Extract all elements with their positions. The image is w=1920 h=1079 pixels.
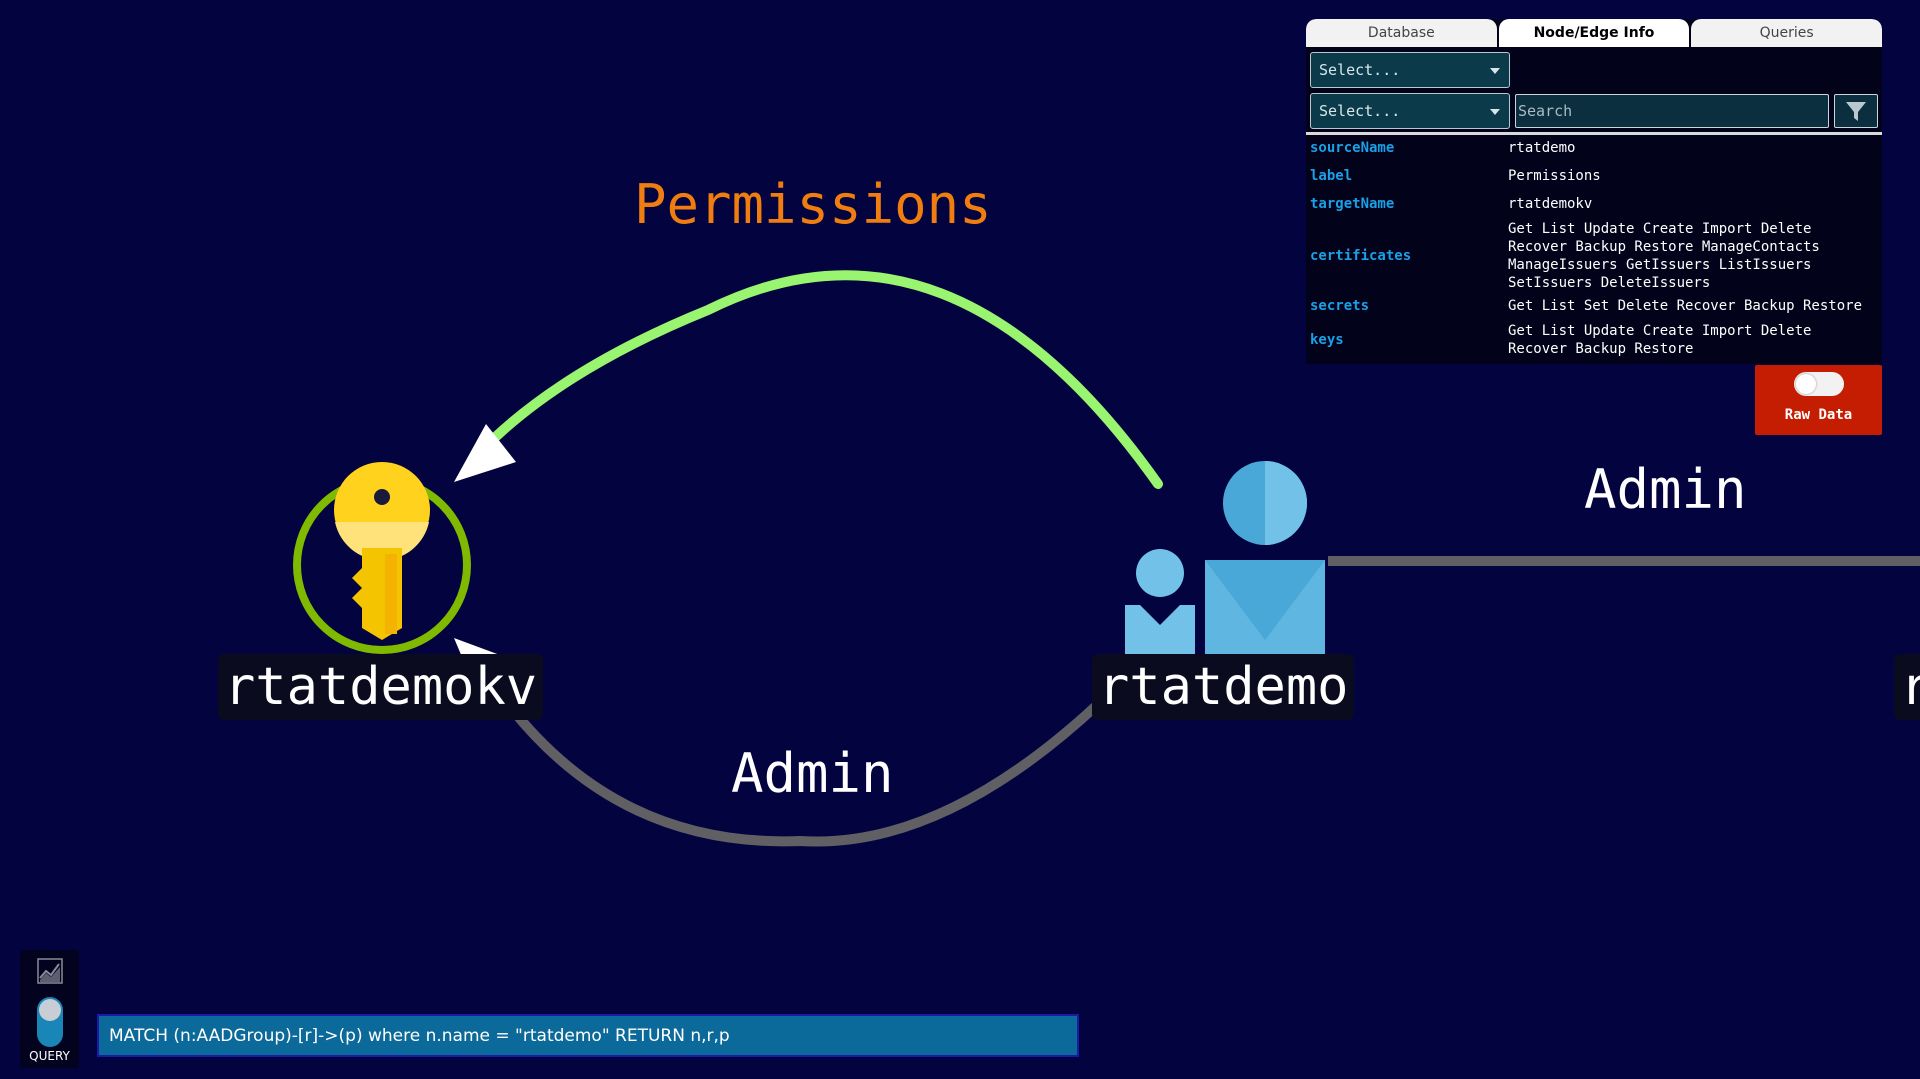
edge-label-admin-bottom: Admin (731, 742, 894, 805)
panel-divider (1306, 132, 1882, 135)
property-key: targetName (1310, 196, 1395, 212)
property-row-secrets: secrets Get List Set Delete Recover Back… (1306, 297, 1882, 319)
property-row-targetname: targetName rtatdemokv (1306, 195, 1882, 217)
select-dropdown-2-value: Select... (1319, 102, 1401, 120)
property-key: secrets (1310, 298, 1370, 314)
tab-queries[interactable]: Queries (1691, 19, 1882, 47)
node-label-rtatdemo[interactable]: rtatdemo (1092, 654, 1355, 720)
property-value: Permissions (1508, 168, 1601, 184)
query-toggle-label: QUERY (29, 1049, 70, 1063)
search-input[interactable] (1515, 94, 1829, 128)
node-label-rtatdemokv[interactable]: rtatdemokv (218, 654, 544, 720)
raw-data-toggle[interactable] (1794, 372, 1844, 396)
property-key: certificates (1310, 248, 1412, 264)
property-row-certificates: certificates Get List Update Create Impo… (1306, 220, 1882, 294)
property-value: Get List Update Create Import Delete Rec… (1508, 323, 1812, 357)
chevron-down-icon (1490, 109, 1500, 115)
query-toggle-knob (39, 999, 61, 1021)
edge-permissions-arrowhead (454, 424, 516, 482)
property-key: label (1310, 168, 1353, 184)
raw-data-toggle-knob (1796, 374, 1816, 394)
tab-node-edge-info[interactable]: Node/Edge Info (1498, 19, 1690, 47)
property-value: Get List Set Delete Recover Backup Resto… (1508, 298, 1863, 314)
raw-data-toggle-box: Raw Data (1755, 365, 1882, 435)
chart-icon[interactable] (37, 958, 63, 984)
info-panel-tabs: Database Node/Edge Info Queries (1306, 19, 1882, 47)
edge-admin-bottom[interactable] (503, 699, 1101, 847)
select-dropdown-1-value: Select... (1319, 61, 1401, 79)
key-vault-icon[interactable] (293, 462, 471, 654)
filter-button[interactable] (1834, 94, 1878, 128)
user-group-icon[interactable] (1125, 461, 1325, 660)
edge-permissions[interactable] (475, 270, 1163, 489)
tab-database[interactable]: Database (1306, 19, 1497, 47)
property-value: Get List Update Create Import Delete Rec… (1508, 221, 1820, 291)
query-input[interactable] (97, 1014, 1079, 1057)
edge-label-admin-right: Admin (1584, 458, 1747, 521)
edge-label-permissions: Permissions (634, 173, 992, 236)
property-key: sourceName (1310, 140, 1395, 156)
node-label-offscreen[interactable]: r (1894, 654, 1920, 720)
property-value: rtatdemo (1508, 140, 1576, 156)
query-toggle[interactable] (37, 997, 63, 1047)
select-dropdown-1[interactable]: Select... (1310, 52, 1510, 88)
property-row-keys: keys Get List Update Create Import Delet… (1306, 322, 1882, 362)
property-value: rtatdemokv (1508, 196, 1593, 212)
raw-data-label: Raw Data (1784, 407, 1853, 423)
chevron-down-icon (1490, 68, 1500, 74)
property-row-label: label Permissions (1306, 167, 1882, 189)
property-row-sourcename: sourceName rtatdemo (1306, 139, 1882, 161)
filter-icon (1846, 102, 1866, 121)
info-panel: Database Node/Edge Info Queries Select..… (1306, 19, 1882, 364)
side-controls: QUERY (20, 950, 79, 1068)
property-key: keys (1310, 332, 1344, 348)
select-dropdown-2[interactable]: Select... (1310, 93, 1510, 129)
